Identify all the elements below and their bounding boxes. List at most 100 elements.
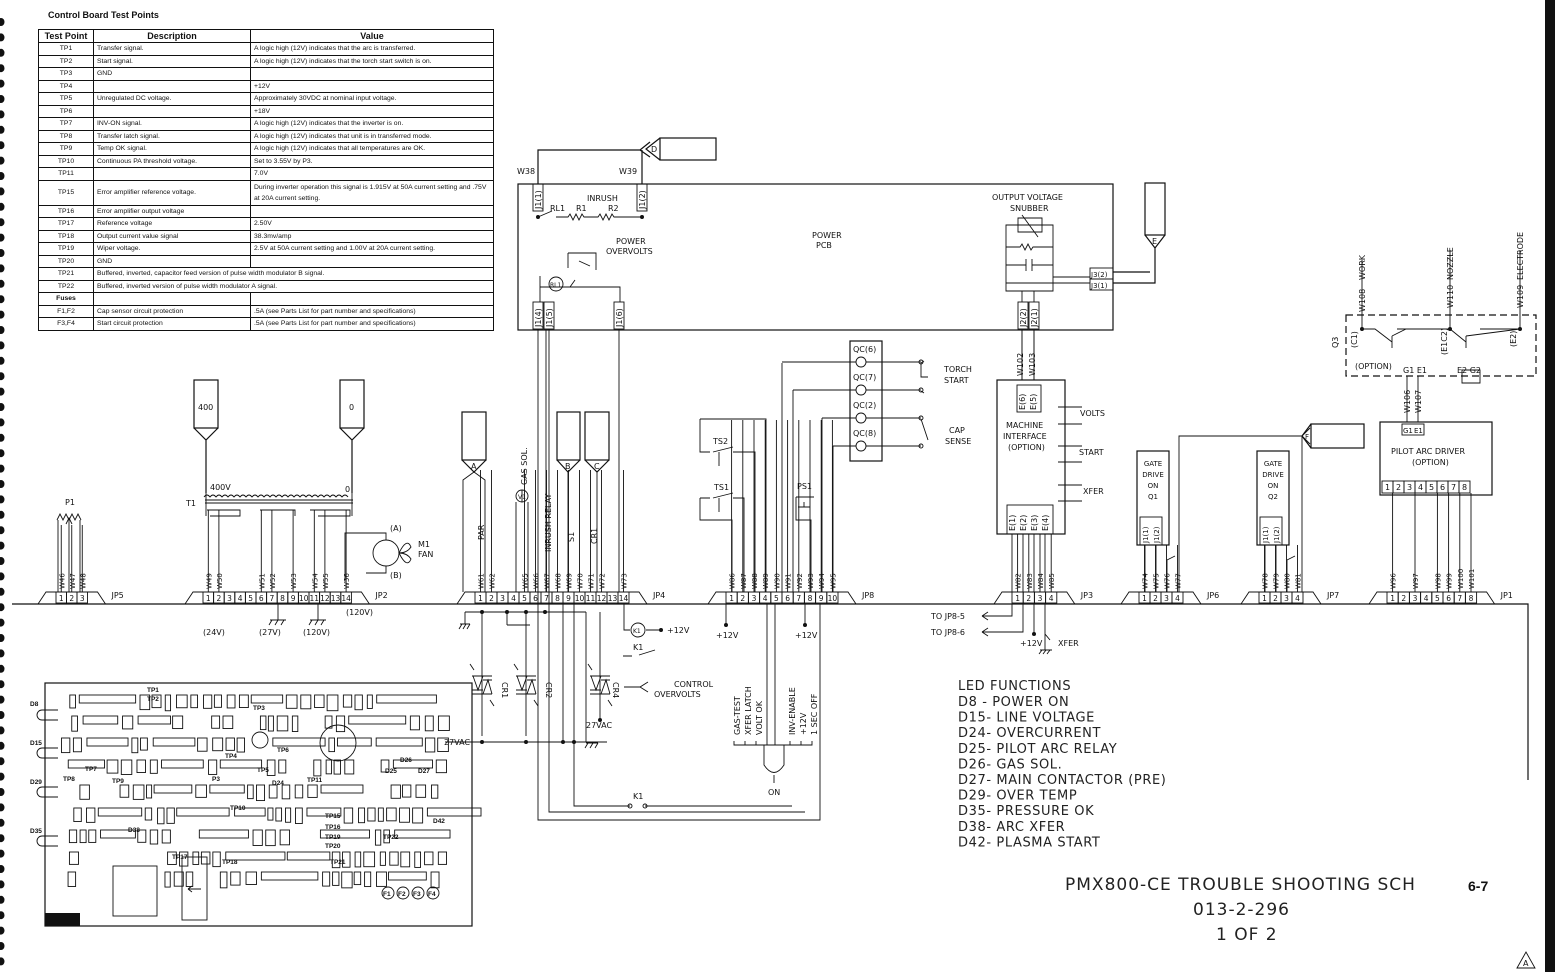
pin-number: 7 bbox=[1457, 594, 1462, 603]
power-overvolts-label: OVERVOLTS bbox=[606, 247, 653, 256]
wire-label: W54 bbox=[311, 573, 319, 589]
xfer-latch-input: XFER LATCH bbox=[744, 686, 753, 735]
binding-holes bbox=[0, 18, 5, 966]
pcb-label: TP1 bbox=[147, 687, 159, 694]
binding-hole bbox=[0, 664, 5, 673]
pin-number: 12 bbox=[597, 594, 607, 603]
pin-number: 3 bbox=[80, 594, 85, 603]
jack-label: J1(2) bbox=[638, 190, 647, 210]
pin-number: 4 bbox=[1295, 594, 1300, 603]
wire-label-w39: W39 bbox=[619, 167, 637, 176]
qc-terminal-label: QC(6) bbox=[853, 345, 876, 354]
pin-number: 1 bbox=[729, 594, 734, 603]
binding-hole bbox=[0, 711, 5, 719]
connector-jp8: JP81W862W873W884W895W906W917W928W939W941… bbox=[707, 420, 874, 605]
binding-hole bbox=[0, 64, 5, 73]
binding-hole bbox=[0, 557, 5, 565]
scan-edge bbox=[1545, 0, 1555, 972]
plus12-input: +12V bbox=[799, 712, 808, 735]
binding-hole bbox=[0, 911, 5, 920]
wire-label: W67 bbox=[544, 573, 552, 589]
wire-label: W62 bbox=[489, 573, 497, 589]
pin-number: 8 bbox=[1469, 594, 1474, 603]
led-function-item: D25- PILOT ARC RELAY bbox=[958, 742, 1117, 757]
table-header-row: Test Point Description Value bbox=[38, 29, 494, 43]
pin-number: 2 bbox=[217, 594, 222, 603]
cr4-triac-label: CR4 bbox=[611, 682, 620, 698]
cap-sense-label: CAP bbox=[949, 426, 965, 435]
wire-label: W75 bbox=[1153, 573, 1161, 589]
binding-hole bbox=[0, 387, 5, 396]
to-jp8-5-label: TO JP8-5 bbox=[930, 612, 965, 621]
plug-f-label: F bbox=[1305, 433, 1309, 441]
start-output: START bbox=[1079, 448, 1104, 457]
snubber-label: OUTPUT VOLTAGE bbox=[992, 193, 1063, 202]
pin-number: 1 bbox=[1262, 594, 1267, 603]
pcb-label: F2 bbox=[398, 891, 406, 898]
pin-number: 5 bbox=[1435, 594, 1440, 603]
wire-label: W96 bbox=[1390, 573, 1398, 589]
tap-27v: (27V) bbox=[259, 628, 281, 637]
gate-drive-label: ON bbox=[1268, 482, 1279, 490]
wire-label: W55 bbox=[322, 573, 330, 589]
pilot-arc-pin: 4 bbox=[1418, 483, 1423, 492]
binding-hole bbox=[0, 218, 5, 227]
binding-hole bbox=[0, 125, 5, 134]
one-sec-off-input: 1 SEC OFF bbox=[810, 693, 819, 735]
binding-hole bbox=[0, 449, 5, 458]
pin-number: 1 bbox=[1390, 594, 1395, 603]
plus12-label: +12V bbox=[667, 626, 690, 635]
plug-c-label: C bbox=[594, 462, 600, 471]
work-label: WORK bbox=[1358, 254, 1367, 280]
machine-interface-label: INTERFACE bbox=[1003, 432, 1047, 441]
pin-number: 9 bbox=[291, 594, 296, 603]
electrode-label: ELECTRODE bbox=[1516, 232, 1525, 280]
title-block: PMX800-CE TROUBLE SHOOTING SCH 6-7 013-2… bbox=[1065, 875, 1536, 969]
pin-number: 4 bbox=[763, 594, 768, 603]
cr1-triac-label: CR1 bbox=[500, 682, 509, 698]
primary-label: 400V bbox=[210, 483, 231, 492]
value-cell: .5A (see Parts List for part number and … bbox=[250, 317, 494, 331]
plug-d bbox=[659, 137, 717, 161]
wire-label: W50 bbox=[216, 573, 224, 589]
gate-drives: GATEDRIVEONQ1J1(1)J1(2)GATEDRIVEONQ2J1(1… bbox=[1136, 450, 1296, 592]
mi-pin-label: E(6) bbox=[1018, 394, 1027, 410]
wire-label: W70 bbox=[577, 573, 585, 589]
binding-hole bbox=[0, 326, 5, 334]
pin-number: 1 bbox=[1142, 594, 1147, 603]
pcb-label: D24 bbox=[272, 780, 284, 787]
power-pcb: POWER PCB W38 W39 D INRUSH RL1 R1 R2 POW… bbox=[517, 137, 1166, 331]
binding-hole bbox=[0, 526, 5, 535]
pin-number: 6 bbox=[533, 594, 538, 603]
binding-hole bbox=[0, 110, 5, 119]
pin-number: 1 bbox=[206, 594, 211, 603]
power-pcb-label: POWER bbox=[812, 231, 842, 240]
gate-drive-label: Q1 bbox=[1148, 493, 1158, 501]
pilot-arc-label: PILOT ARC DRIVER bbox=[1391, 447, 1465, 456]
pcb-label: P3 bbox=[212, 776, 220, 783]
led-icon bbox=[36, 786, 58, 798]
tap-120v: (120V) bbox=[303, 628, 330, 637]
binding-hole bbox=[0, 495, 5, 504]
machine-interface-label: MACHINE bbox=[1006, 421, 1043, 430]
pin-number: 11 bbox=[310, 594, 320, 603]
pin-number: 2 bbox=[1273, 594, 1278, 603]
torch-start-label: START bbox=[944, 376, 969, 385]
wire-label-work: W108 bbox=[1358, 289, 1367, 312]
gate-drive-pin: J1(2) bbox=[1153, 526, 1161, 544]
pin-number: 1 bbox=[59, 594, 64, 603]
control-logic: K1 +12V K1 CONTROL OVERVOLTS CR1 CR2 CR4… bbox=[444, 604, 1079, 809]
q3-option-label: (OPTION) bbox=[1355, 362, 1392, 371]
gate-pin-label: E1 bbox=[1414, 427, 1423, 435]
pilot-arc-pin: 3 bbox=[1407, 483, 1412, 492]
jack-label: J2(1) bbox=[1030, 308, 1039, 328]
wire-label-w38: W38 bbox=[517, 167, 535, 176]
wire-label: W77 bbox=[1175, 573, 1183, 589]
pin-number: 14 bbox=[341, 594, 351, 603]
wire-label: W56 bbox=[343, 573, 351, 589]
pcb-label: D8 bbox=[30, 701, 39, 708]
